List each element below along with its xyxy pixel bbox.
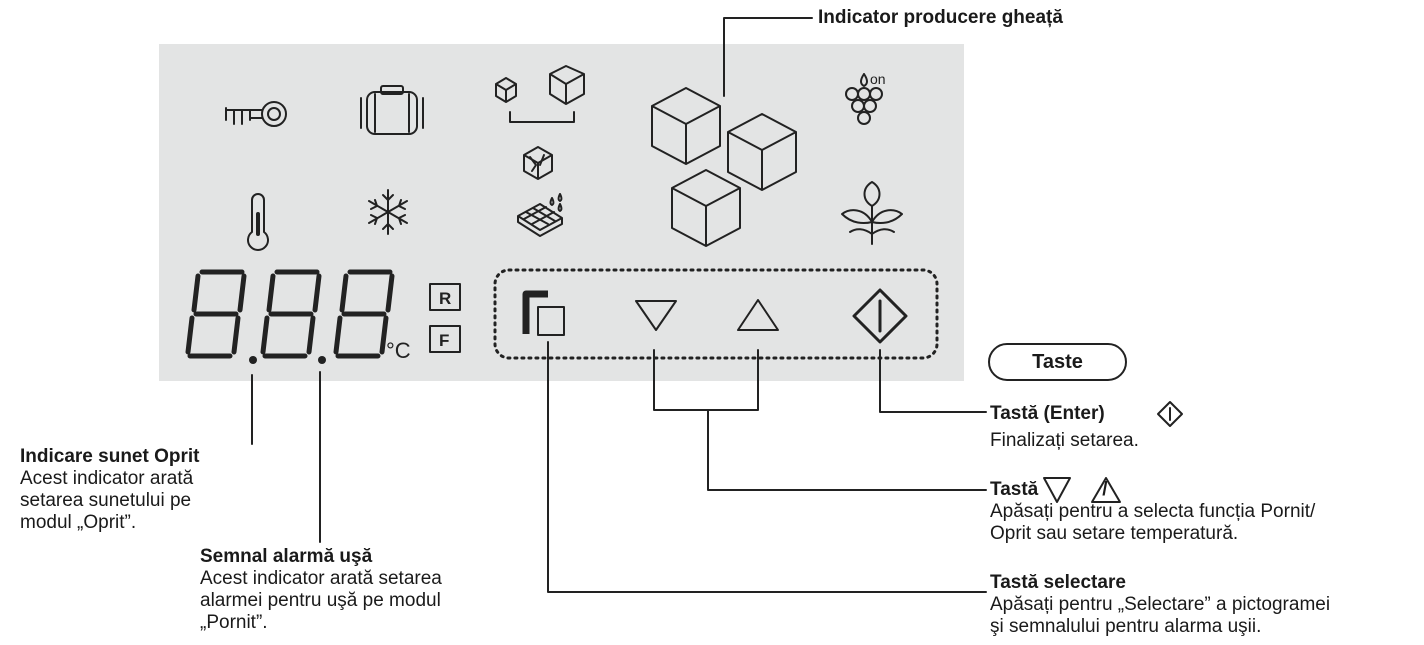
- callout-enter-key: Tastă (Enter) Finalizați setarea.: [990, 403, 1139, 452]
- digit-1: [185, 269, 247, 359]
- ice-tray-icon: [517, 193, 563, 237]
- callout-arrow-keys-line-2: Oprit sau setare temperatură.: [990, 523, 1239, 544]
- callout-select-key: Tastă selectare Apăsați pentru „Selectar…: [990, 572, 1330, 638]
- ice-maker-cubes-icon: [651, 87, 797, 247]
- leader-arrows: [653, 349, 987, 491]
- inline-triangle-up-icon: [1091, 477, 1121, 503]
- leader-select: [547, 341, 987, 593]
- plant-icon: [841, 181, 903, 245]
- badge-f: [429, 325, 461, 353]
- callout-arrow-keys-separator: /: [1102, 479, 1108, 500]
- callout-door-alarm-line-3: „Pornit”.: [200, 612, 268, 633]
- keys-frame: [493, 268, 939, 360]
- digit-3: [333, 269, 395, 359]
- thermometer-icon: [247, 193, 269, 251]
- callout-enter-key-title: Tastă (Enter): [990, 403, 1105, 424]
- badge-f-label: F: [439, 331, 449, 350]
- callout-ice-maker: Indicator producere gheață: [818, 7, 1063, 29]
- inline-triangle-down-icon: [1043, 477, 1071, 503]
- wine-on-label: on: [870, 71, 886, 87]
- badge-r-label: R: [439, 289, 451, 308]
- callout-sound-off: Indicare sunet Oprit Acest indicator ara…: [20, 446, 199, 534]
- keys-header-label: Taste: [1032, 350, 1083, 373]
- key-icon: [225, 101, 287, 127]
- digit-2: [260, 269, 322, 359]
- callout-arrow-keys: Tastă / Apăsați pentru a selecta funcția …: [990, 479, 1315, 545]
- callout-select-key-title: Tastă selectare: [990, 572, 1126, 593]
- leader-enter: [879, 349, 987, 413]
- callout-sound-off-line-2: setarea sunetului pe: [20, 490, 192, 511]
- triangle-down-icon: [635, 300, 677, 331]
- decimal-point-2: [318, 356, 326, 364]
- callout-door-alarm-line-2: alarmei pentru uşă pe modul: [200, 590, 441, 611]
- triangle-up-icon: [737, 299, 779, 331]
- callout-arrow-keys-prefix: Tastă: [990, 479, 1039, 500]
- keys-header-pill: Taste: [988, 343, 1127, 381]
- callout-door-alarm: Semnal alarmă uşă Acest indicator arată …: [200, 546, 442, 634]
- callout-select-key-line-1: Apăsați pentru „Selectare” a pictogramei: [990, 594, 1331, 615]
- callout-arrow-keys-title: Tastă /: [990, 479, 1315, 501]
- inline-enter-diamond-icon: [1157, 401, 1183, 427]
- callout-select-key-line-2: şi semnalului pentru alarma uşii.: [990, 616, 1262, 637]
- snowflake-icon: [368, 189, 408, 235]
- callout-arrow-keys-line-1: Apăsați pentru a selecta funcția Pornit/: [990, 501, 1316, 522]
- callout-sound-off-line-1: Acest indicator arată: [20, 468, 194, 489]
- callout-door-alarm-line-1: Acest indicator arată setarea: [200, 568, 442, 589]
- suitcase-icon: [360, 85, 424, 135]
- callout-enter-key-line-1: Finalizați setarea.: [990, 430, 1139, 451]
- callout-door-alarm-title: Semnal alarmă uşă: [200, 546, 373, 567]
- crushed-ice-icon: [523, 146, 553, 180]
- wine-grapes-icon: [845, 73, 883, 125]
- leader-ice: [723, 17, 813, 97]
- callout-sound-off-line-3: modul „Oprit”.: [20, 512, 137, 533]
- decimal-point-1: [249, 356, 257, 364]
- ice-cube-size-icon: [495, 65, 585, 123]
- callout-sound-off-title: Indicare sunet Oprit: [20, 446, 200, 467]
- select-square-icon: [522, 290, 565, 336]
- enter-diamond-icon: [852, 288, 908, 344]
- callout-ice-maker-title: Indicator producere gheață: [818, 7, 1063, 28]
- badge-r: [429, 283, 461, 311]
- unit-label: °C: [386, 338, 411, 363]
- seven-segment-display: [185, 269, 395, 359]
